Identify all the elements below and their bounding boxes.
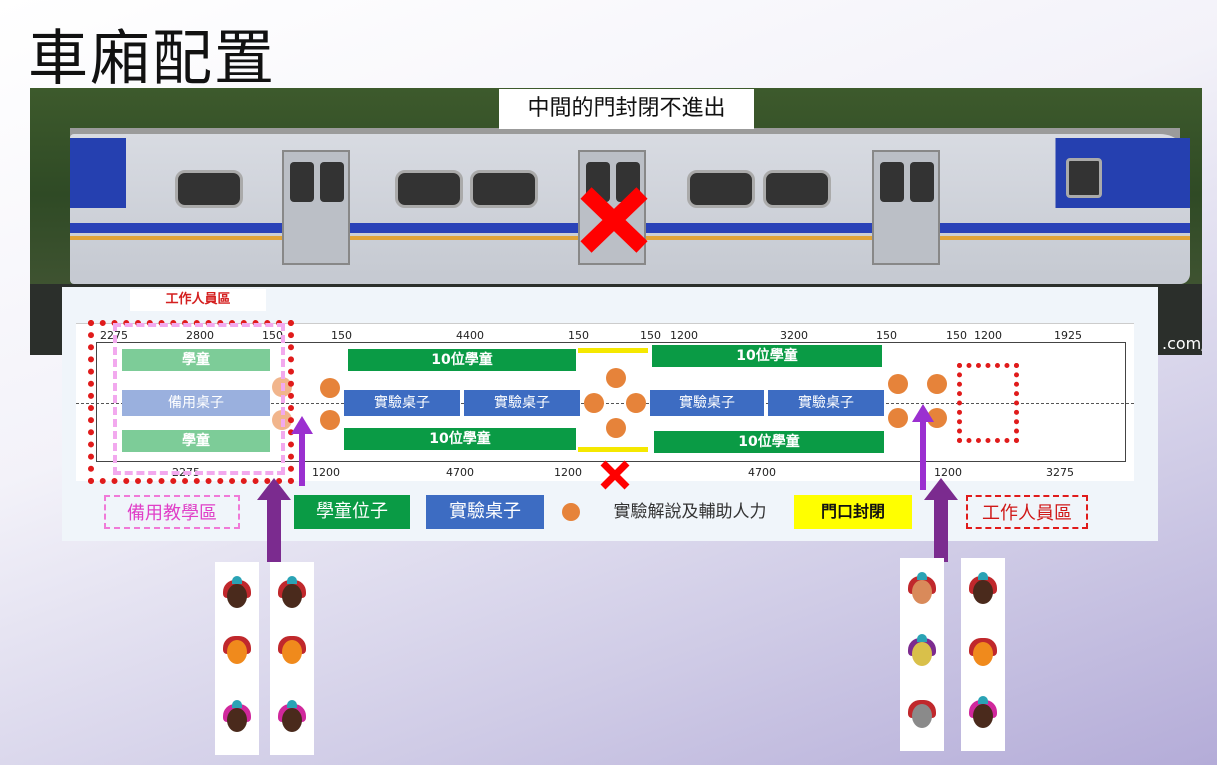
student-icon	[278, 700, 306, 736]
helper-dot	[927, 374, 947, 394]
watermark: .com/	[1162, 334, 1202, 353]
student-icon	[278, 576, 306, 612]
dim-label: 4400	[456, 329, 484, 342]
helper-dot	[606, 418, 626, 438]
dim-label: 1925	[1054, 329, 1082, 342]
legend-helpers: 實驗解說及輔助人力	[613, 502, 767, 522]
entry-arrow-icon	[924, 478, 958, 562]
dim-label: 150	[331, 329, 352, 342]
legend-spare-area: 備用教學區	[104, 495, 240, 529]
dim-label: 2800	[186, 329, 214, 342]
staff-area-label-top: 工作人員區	[130, 289, 266, 311]
dim-label: 150	[946, 329, 967, 342]
dim-label: 3200	[780, 329, 808, 342]
lab-desk-box: 實驗桌子	[768, 390, 884, 416]
student-icon	[223, 700, 251, 736]
dim-label: 3275	[1046, 466, 1074, 479]
slide-title: 車廂配置	[28, 24, 276, 94]
helper-dot	[626, 393, 646, 413]
student-icon	[223, 632, 251, 668]
legend-door-closed: 門口封閉	[794, 495, 912, 529]
student-box: 學童	[122, 430, 270, 452]
student-queue	[270, 562, 314, 755]
staff-area-outline	[957, 363, 1019, 443]
legend-student-seats: 學童位子	[294, 495, 410, 529]
dim-label: 150	[262, 329, 283, 342]
dim-label: 150	[568, 329, 589, 342]
door-closed-bar	[578, 348, 648, 353]
lab-desk-box: 實驗桌子	[464, 390, 580, 416]
entry-arrow-icon	[291, 416, 313, 486]
dim-label: 1200	[934, 466, 962, 479]
student-icon	[908, 696, 936, 732]
student-queue	[961, 558, 1005, 751]
ten-students-box: 10位學童	[348, 349, 576, 371]
student-icon	[278, 632, 306, 668]
dim-label: 4700	[748, 466, 776, 479]
dim-label: 1200	[554, 466, 582, 479]
helper-dot	[888, 374, 908, 394]
student-icon	[969, 696, 997, 732]
legend-helper-dot	[562, 503, 580, 521]
dim-label: 1200	[670, 329, 698, 342]
dim-label: 150	[876, 329, 897, 342]
student-queue	[900, 558, 944, 751]
student-box: 學童	[122, 349, 270, 371]
lab-desk-box: 實驗桌子	[650, 390, 764, 416]
student-queue	[215, 562, 259, 755]
entry-arrow-icon	[912, 404, 934, 490]
entry-arrow-icon	[257, 478, 291, 562]
legend-lab-desks: 實驗桌子	[426, 495, 544, 529]
dim-label: 1200	[312, 466, 340, 479]
student-icon	[969, 634, 997, 670]
closed-door-x-icon	[580, 187, 648, 253]
spare-desk-box: 備用桌子	[122, 390, 270, 416]
lab-desk-box: 實驗桌子	[344, 390, 460, 416]
legend-staff-area: 工作人員區	[966, 495, 1088, 529]
helper-dot	[320, 378, 340, 398]
helper-dot	[320, 410, 340, 430]
student-icon	[908, 572, 936, 608]
closed-door-x-icon	[600, 460, 630, 490]
ten-students-box: 10位學童	[652, 345, 882, 367]
student-icon	[908, 634, 936, 670]
photo-caption: 中間的門封閉不進出	[499, 89, 754, 129]
dim-label: 4700	[446, 466, 474, 479]
helper-dot	[888, 408, 908, 428]
ten-students-box: 10位學童	[654, 431, 884, 453]
helper-dot	[606, 368, 626, 388]
dim-label: 1200	[974, 329, 1002, 342]
dim-label: 150	[640, 329, 661, 342]
door-closed-bar	[578, 447, 648, 452]
student-icon	[969, 572, 997, 608]
student-icon	[223, 576, 251, 612]
ten-students-box: 10位學童	[344, 428, 576, 450]
helper-dot	[584, 393, 604, 413]
spare-teaching-area-outline	[113, 323, 285, 475]
